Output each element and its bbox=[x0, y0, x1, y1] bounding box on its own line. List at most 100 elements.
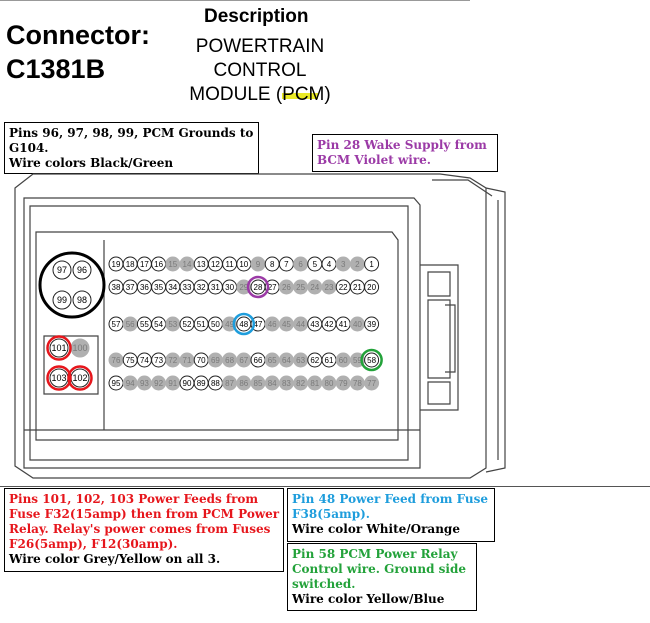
description-title: Description bbox=[204, 6, 309, 27]
pin-68: 68 bbox=[222, 352, 238, 368]
pin-95-label: 95 bbox=[112, 379, 121, 388]
pin-22: 22 bbox=[335, 279, 351, 295]
pin-9: 9 bbox=[250, 256, 266, 272]
pin-83-label: 83 bbox=[282, 379, 291, 388]
pin-72-label: 72 bbox=[168, 356, 177, 365]
pin-96-label: 96 bbox=[77, 265, 87, 275]
pin-44-label: 44 bbox=[296, 320, 305, 329]
pin-2-label: 2 bbox=[355, 260, 360, 269]
pin-86-label: 86 bbox=[239, 379, 248, 388]
pin-6-label: 6 bbox=[298, 260, 303, 269]
pin-4: 4 bbox=[321, 256, 337, 272]
pin-46-label: 46 bbox=[268, 320, 277, 329]
pin-98: 98 bbox=[72, 290, 92, 310]
pin-87-label: 87 bbox=[225, 379, 234, 388]
ground-ring bbox=[38, 251, 106, 319]
pin-64: 64 bbox=[278, 352, 294, 368]
pin-2: 2 bbox=[349, 256, 365, 272]
pin-97: 97 bbox=[52, 260, 72, 280]
pin-92-label: 92 bbox=[154, 379, 163, 388]
pin-61-label: 61 bbox=[325, 356, 334, 365]
pin-26-label: 26 bbox=[282, 283, 291, 292]
pin-37: 37 bbox=[122, 279, 138, 295]
pin-84: 84 bbox=[264, 375, 280, 391]
connector-id-text: C1381B bbox=[6, 54, 106, 84]
pin-53-label: 53 bbox=[168, 320, 177, 329]
top-rule bbox=[0, 0, 470, 1]
pin-89-label: 89 bbox=[197, 379, 206, 388]
pin-81: 81 bbox=[307, 375, 323, 391]
pcm-highlight bbox=[282, 93, 318, 99]
pin-20-circle bbox=[364, 279, 380, 295]
pin-3: 3 bbox=[335, 256, 351, 272]
pin-77-circle bbox=[364, 375, 380, 391]
pin-54-label: 54 bbox=[154, 320, 163, 329]
note-wake: Pin 28 Wake Supply from BCM Violet wire. bbox=[312, 134, 498, 172]
pin-73: 73 bbox=[151, 352, 167, 368]
pin-43-label: 43 bbox=[310, 320, 319, 329]
note-power-feeds-line-3: Relay. Relay's power comes from Fuses bbox=[9, 522, 271, 536]
pin-78: 78 bbox=[349, 375, 365, 391]
note-power-feeds-line-5: Wire color Grey/Yellow on all 3. bbox=[9, 552, 221, 566]
pin-84-label: 84 bbox=[268, 379, 277, 388]
pin-60-label: 60 bbox=[339, 356, 348, 365]
connector-label: Connector: bbox=[6, 20, 150, 50]
pin48-ring bbox=[232, 312, 256, 336]
pin-1-circle bbox=[364, 256, 380, 272]
pin-79: 79 bbox=[335, 375, 351, 391]
pin-81-label: 81 bbox=[310, 379, 319, 388]
note-power-feeds-line-2: Fuse F32(15amp) then from PCM Power bbox=[9, 507, 280, 521]
pin-89: 89 bbox=[193, 375, 209, 391]
pin-9-label: 9 bbox=[256, 260, 261, 269]
pin-80-label: 80 bbox=[325, 379, 334, 388]
pin-99-label: 99 bbox=[57, 295, 67, 305]
pin-13-label: 13 bbox=[197, 260, 206, 269]
note-pin58-line-3: switched. bbox=[292, 577, 356, 591]
pin-99: 99 bbox=[52, 290, 72, 310]
pin-70-label: 70 bbox=[197, 356, 206, 365]
description-line-2: CONTROL bbox=[213, 60, 307, 81]
pin-51: 51 bbox=[193, 316, 209, 332]
pin-19: 19 bbox=[108, 256, 124, 272]
pin-49-label: 49 bbox=[225, 320, 234, 329]
pin-28: 28 bbox=[250, 279, 266, 295]
pin-7: 7 bbox=[278, 256, 294, 272]
pin-101-circle bbox=[49, 338, 69, 358]
pin-83: 83 bbox=[278, 375, 294, 391]
pin-25: 25 bbox=[293, 279, 309, 295]
pin-31: 31 bbox=[207, 279, 223, 295]
pin-90-label: 90 bbox=[183, 379, 192, 388]
power-ring-101 bbox=[46, 335, 72, 361]
pin-65: 65 bbox=[264, 352, 280, 368]
pin-82-label: 82 bbox=[296, 379, 305, 388]
pin-40-label: 40 bbox=[353, 320, 362, 329]
pin-91: 91 bbox=[165, 375, 181, 391]
pin-100-label: 100 bbox=[72, 343, 87, 353]
pin-98-label: 98 bbox=[77, 295, 87, 305]
pin-6: 6 bbox=[293, 256, 309, 272]
note-power-feeds-line-4: F26(5amp), F12(30amp). bbox=[9, 537, 178, 551]
pin-88-label: 88 bbox=[211, 379, 220, 388]
pin-38: 38 bbox=[108, 279, 124, 295]
pin-65-label: 65 bbox=[268, 356, 277, 365]
note-pin58-line-1: Pin 58 PCM Power Relay bbox=[292, 547, 458, 561]
pin-66: 66 bbox=[250, 352, 266, 368]
note-wake-line-1: Pin 28 Wake Supply from bbox=[317, 138, 487, 152]
pin-51-label: 51 bbox=[197, 320, 206, 329]
description-line-1: POWERTRAIN bbox=[195, 36, 325, 57]
note-power-feeds: Pins 101, 102, 103 Power Feeds from Fuse… bbox=[4, 488, 284, 572]
note-power-feeds-line-1: Pins 101, 102, 103 Power Feeds from bbox=[9, 492, 259, 506]
pin-99-circle bbox=[52, 290, 72, 310]
pin-42-label: 42 bbox=[325, 320, 334, 329]
note-grounds-line-2: G104. bbox=[9, 141, 49, 155]
pin-62-label: 62 bbox=[310, 356, 319, 365]
pin-35-label: 35 bbox=[154, 283, 163, 292]
pin-82: 82 bbox=[293, 375, 309, 391]
bottom-rule bbox=[0, 486, 650, 487]
pin-62: 62 bbox=[307, 352, 323, 368]
pin-13: 13 bbox=[193, 256, 209, 272]
pin-71-label: 71 bbox=[183, 356, 192, 365]
pin-22-label: 22 bbox=[339, 283, 348, 292]
pin-46: 46 bbox=[264, 316, 280, 332]
